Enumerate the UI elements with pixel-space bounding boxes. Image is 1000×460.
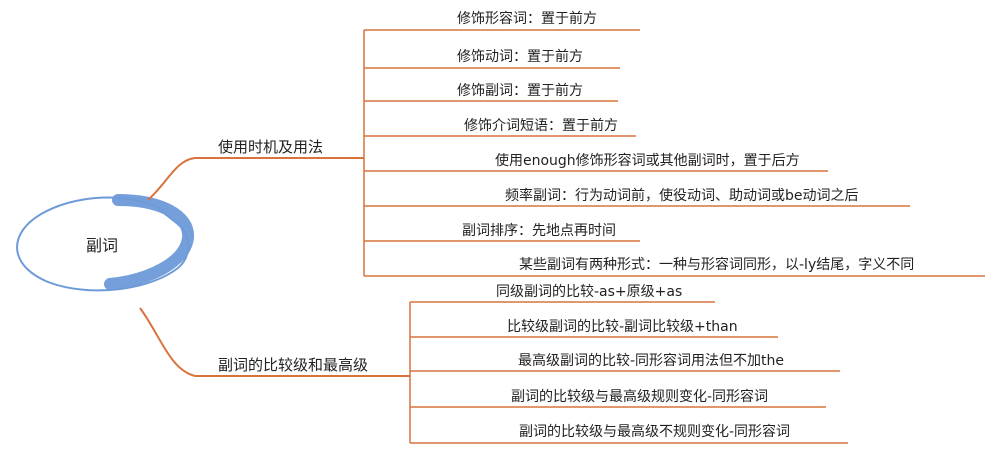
usage-item: 某些副词有两种形式：一种与形容词同形，以-ly结尾，字义不同 (519, 257, 915, 273)
usage-item: 修饰介词短语：置于前方 (464, 118, 618, 134)
usage-item: 副词排序：先地点再时间 (462, 223, 616, 239)
usage-item: 修饰动词：置于前方 (457, 49, 583, 65)
root-ring-highlight (104, 194, 194, 290)
branch-label-usage: 使用时机及用法 (218, 138, 324, 156)
root-to-comparison-connector (139, 307, 196, 377)
usage-item: 频率副词：行为动词前，使役动词、助动词或be动词之后 (505, 188, 859, 204)
comparison-item: 比较级副词的比较-副词比较级+than (507, 319, 738, 335)
comparison-item: 同级副词的比较-as+原级+as (496, 284, 683, 300)
comparison-item: 最高级副词的比较-同形容词用法但不加the (518, 353, 785, 369)
usage-item: 修饰副词：置于前方 (457, 83, 583, 99)
comparison-item: 副词的比较级与最高级规则变化-同形容词 (511, 389, 769, 405)
usage-item: 使用enough修饰形容词或其他副词时，置于后方 (495, 153, 800, 169)
branch-label-comparison: 副词的比较级和最高级 (218, 356, 369, 374)
root-label: 副词 (86, 236, 119, 255)
root-to-usage-connector (147, 157, 196, 201)
comparison-item: 副词的比较级与最高级不规则变化-同形容词 (519, 424, 791, 440)
usage-item: 修饰形容词：置于前方 (457, 11, 597, 27)
